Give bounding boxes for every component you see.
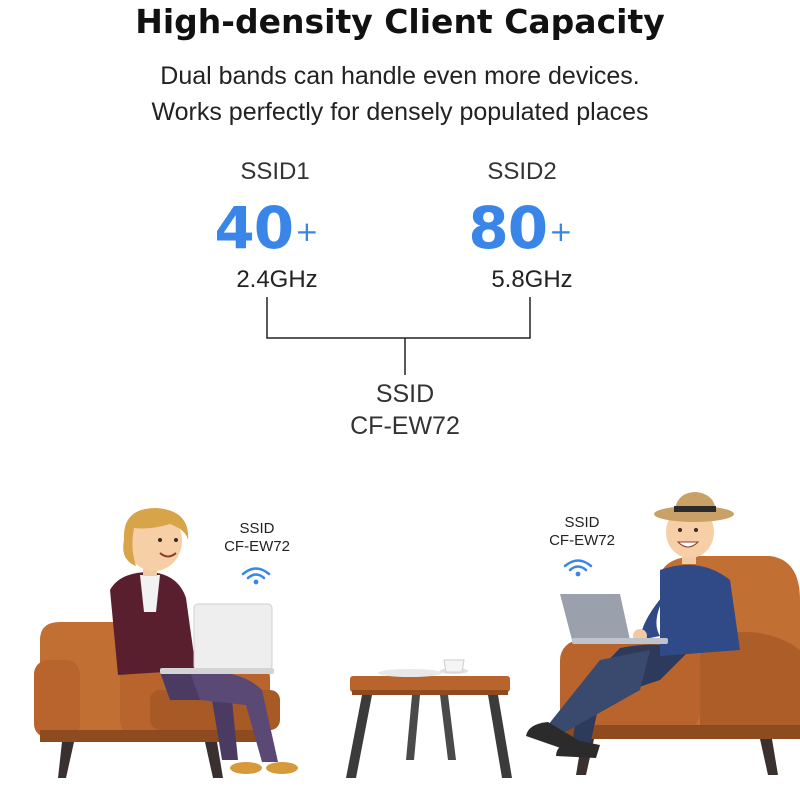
ssid1-client-count: 40+: [166, 194, 366, 262]
wifi-icon: [563, 559, 593, 577]
network-ssid: SSID CF-EW72: [305, 378, 505, 442]
network-ssid-name: CF-EW72: [350, 412, 460, 440]
ssid2-plus-sign: +: [549, 215, 572, 249]
man-figure: [526, 492, 740, 758]
ssid1-plus-sign: +: [295, 215, 318, 249]
subtitle-line-2: Works perfectly for densely populated pl…: [151, 98, 649, 126]
left-laptop: [160, 603, 274, 674]
right-user-ssid-name: CF-EW72: [549, 532, 615, 549]
right-user-ssid-label: SSID: [564, 514, 600, 531]
ssid2-count-value: 80: [468, 194, 548, 262]
network-ssid-label: SSID: [375, 380, 435, 408]
coffee-table: [346, 659, 512, 778]
ssid2-client-count: 80+: [420, 194, 620, 262]
ssid1-count-value: 40: [214, 194, 294, 262]
page-title: High-density Client Capacity: [135, 2, 665, 41]
ssid2-frequency: 5.8GHz: [491, 266, 573, 293]
ssid1-label: SSID1: [240, 158, 310, 185]
left-user-ssid-name: CF-EW72: [224, 538, 290, 555]
left-user-ssid: SSID CF-EW72: [197, 520, 317, 556]
right-user-ssid: SSID CF-EW72: [522, 514, 642, 550]
left-user-ssid-label: SSID: [239, 520, 275, 537]
ssid2-label: SSID2: [487, 158, 557, 185]
subtitle-line-1: Dual bands can handle even more devices.: [160, 62, 640, 90]
ssid1-frequency: 2.4GHz: [236, 266, 318, 293]
right-laptop: [560, 594, 668, 644]
wifi-icon: [241, 567, 271, 585]
